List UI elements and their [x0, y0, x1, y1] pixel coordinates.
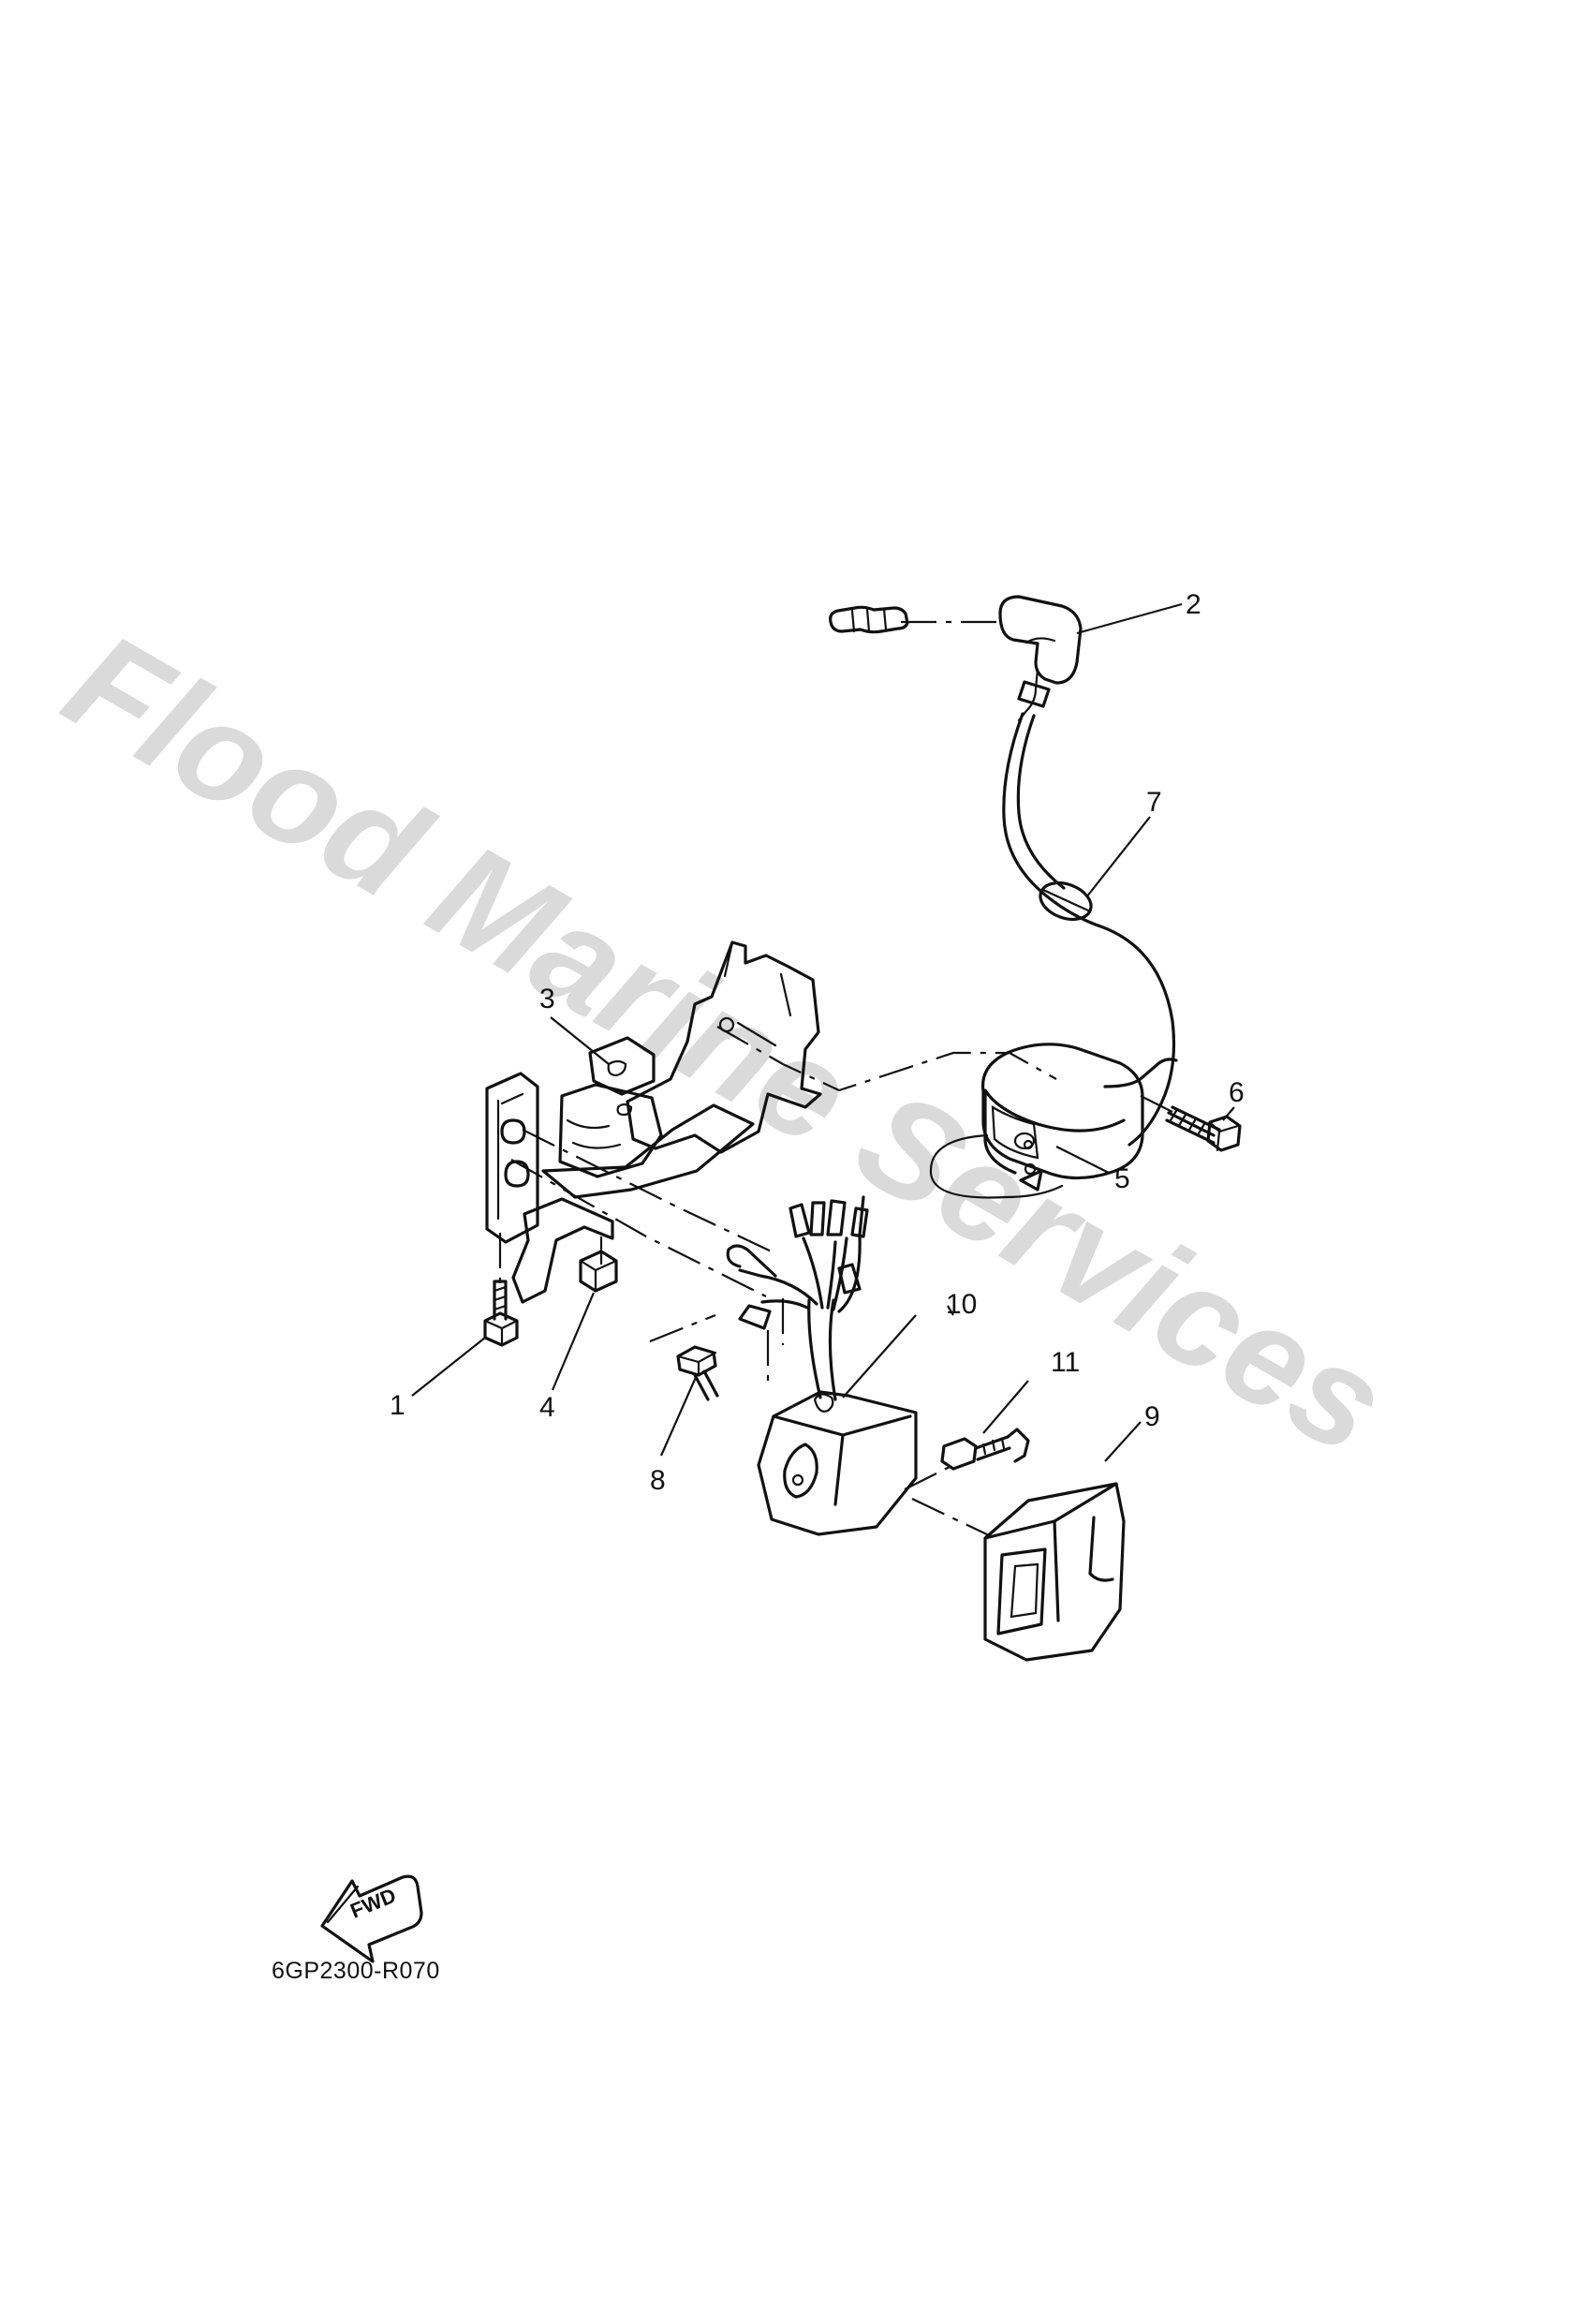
watermark-text: Flood Marine Services [41, 601, 1411, 1484]
ignition-coil [929, 1043, 1178, 1199]
block-4 [579, 1250, 618, 1293]
bolt-6 [1165, 1105, 1242, 1152]
callout-1: 1 [390, 1390, 405, 1421]
diagram-code: 6GP2300-R070 [272, 1958, 440, 1984]
callout-11: 11 [1051, 1347, 1080, 1378]
grommet [1039, 881, 1093, 922]
screw-1 [483, 1280, 519, 1347]
screw-8 [676, 1345, 719, 1401]
callout-2: 2 [1186, 589, 1201, 620]
callout-7: 7 [1146, 787, 1162, 818]
callout-8: 8 [650, 1465, 666, 1496]
fwd-arrow-icon: FWD [320, 1874, 423, 1963]
callout-5: 5 [1114, 1163, 1130, 1194]
callout-4: 4 [539, 1392, 555, 1423]
callout-6: 6 [1229, 1077, 1245, 1108]
bolt-11 [940, 1428, 1030, 1471]
spark-plug-cap [829, 595, 1083, 722]
bracket-9 [983, 1482, 1126, 1662]
high-tension-cord [1002, 712, 1176, 1147]
callout-3: 3 [539, 984, 555, 1014]
callout-9: 9 [1144, 1401, 1160, 1432]
callout-10: 10 [946, 1289, 977, 1320]
cdi-unit [726, 1195, 918, 1536]
